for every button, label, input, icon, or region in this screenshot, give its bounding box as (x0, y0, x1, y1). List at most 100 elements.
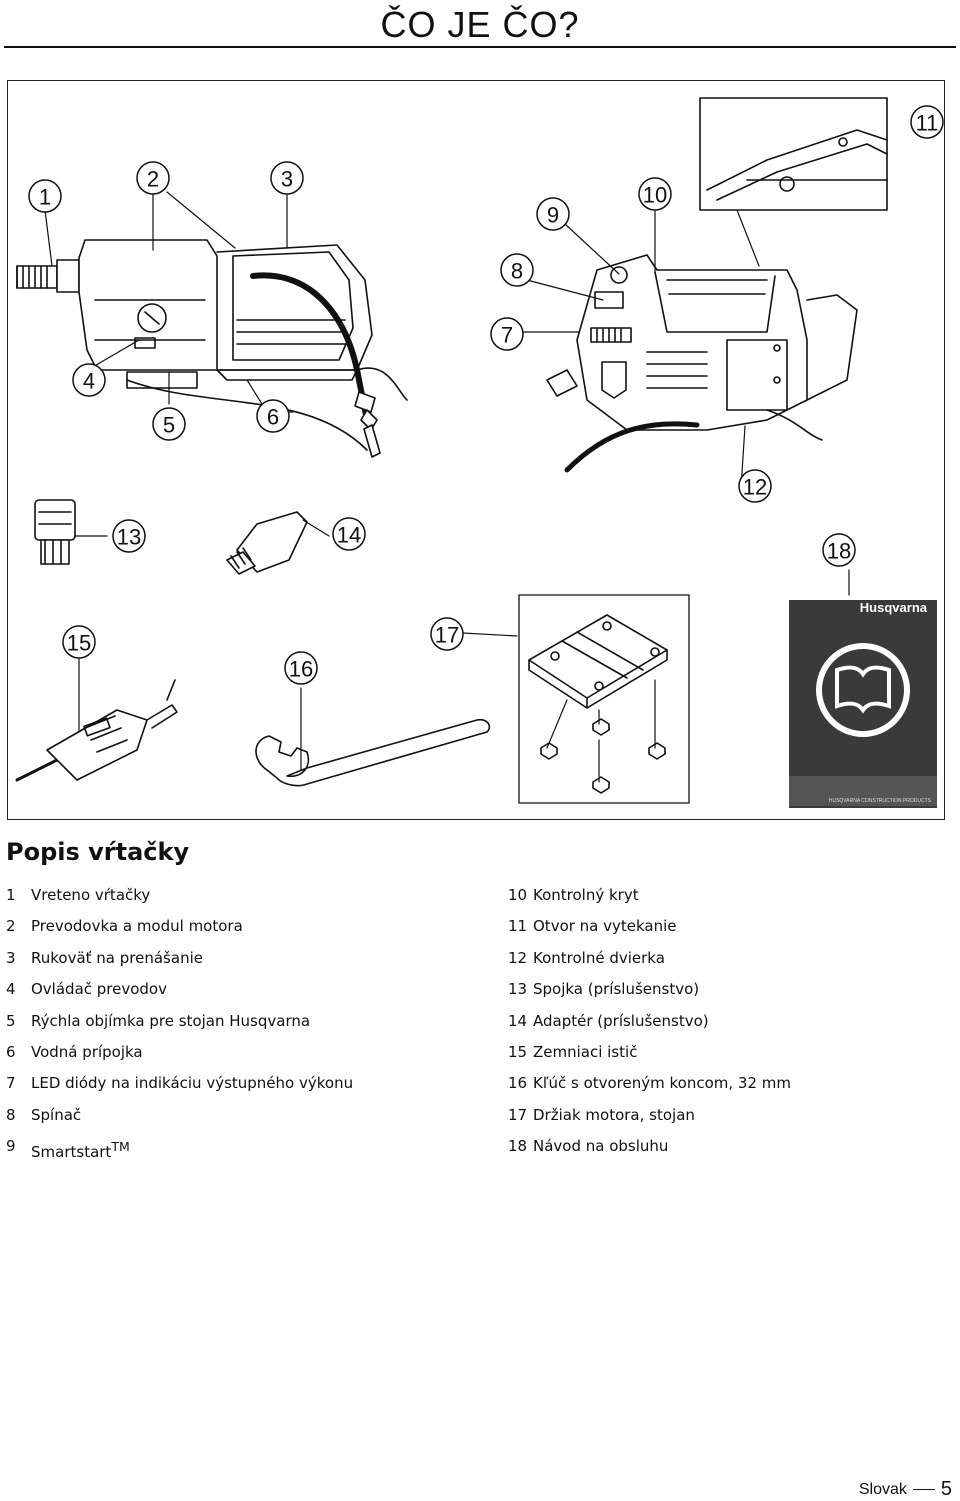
manual-footer: HUSQVARNA CONSTRUCTION PRODUCTS (829, 798, 932, 804)
wrench-16 (255, 718, 491, 787)
section-title: Popis vŕtačky (6, 838, 190, 866)
callout-label: 13 (117, 525, 141, 550)
callout-label: 5 (163, 413, 175, 438)
item-label: Kľúč s otvoreným koncom, 32 mm (533, 1074, 791, 1093)
callout-label: 10 (643, 183, 667, 208)
callout-14 (332, 517, 366, 551)
list-item: 2 Prevodovka a modul motora (6, 911, 353, 942)
item-number: 18 (508, 1137, 528, 1156)
item-label: SmartstartTM (31, 1131, 130, 1162)
callout-1 (28, 179, 62, 213)
callout-4 (72, 363, 106, 397)
callout-10 (638, 177, 672, 211)
list-item: 15 Zemniaci istič (508, 1037, 791, 1068)
callout-7 (490, 317, 524, 351)
list-item: 18 Návod na obsluhu (508, 1131, 791, 1162)
callout-label: 9 (547, 203, 559, 228)
list-item: 10 Kontrolný kryt (508, 880, 791, 911)
callout-label: 2 (147, 167, 159, 192)
page-number: 5 (940, 1478, 952, 1500)
callout-label: 15 (67, 631, 91, 656)
motor-mount-17 (528, 614, 668, 794)
drill-side-view (16, 239, 408, 458)
item-number: 11 (508, 917, 528, 936)
callout-13 (112, 519, 146, 553)
item-number: 4 (6, 980, 16, 999)
item-number: 15 (508, 1042, 528, 1061)
item-number: 6 (6, 1042, 16, 1061)
item-label: Zemniaci istič (533, 1042, 638, 1061)
callout-label: 16 (289, 657, 313, 682)
list-item: 16 Kľúč s otvoreným koncom, 32 mm (508, 1068, 791, 1099)
callout-label: 8 (511, 259, 523, 284)
item-label: Otvor na vytekanie (533, 917, 677, 936)
callout-label: 1 (39, 185, 51, 210)
callout-16 (284, 651, 318, 685)
list-item: 9 SmartstartTM (6, 1131, 353, 1162)
item-label: Spínač (31, 1105, 82, 1124)
list-item: 14 Adaptér (príslušenstvo) (508, 1006, 791, 1037)
callout-18 (822, 533, 856, 567)
item-number: 1 (6, 886, 16, 904)
item-number: 10 (508, 886, 528, 904)
item-label: Návod na obsluhu (533, 1137, 669, 1156)
item-number: 5 (6, 1011, 16, 1030)
callout-12 (738, 469, 772, 503)
parts-list-right: 10 Kontrolný kryt 11 Otvor na vytekanie 12… (508, 880, 791, 1163)
drill-front-view (546, 97, 888, 473)
item-number: 16 (508, 1074, 528, 1093)
item-label-text: Smartstart (31, 1143, 112, 1162)
callout-label: 3 (281, 167, 293, 192)
item-label: Držiak motora, stojan (533, 1105, 695, 1124)
list-item: 6 Vodná prípojka (6, 1037, 353, 1068)
item-number: 12 (508, 948, 528, 967)
item-label: Prevodovka a modul motora (31, 917, 243, 936)
item-label: Rukoväť na prenášanie (31, 948, 203, 967)
footer-language: Slovak (858, 1480, 907, 1498)
callout-3 (270, 161, 304, 195)
callout-15 (62, 625, 96, 659)
callout-label: 17 (435, 623, 459, 648)
callout-5 (152, 407, 186, 441)
book-icon-ring (816, 643, 910, 737)
callout-2 (136, 161, 170, 195)
manual-brand: Husqvarna (860, 600, 928, 615)
callout-17 (430, 617, 464, 651)
operators-manual-18: Husqvarna HUSQVARNA CONSTRUCTION PRODUCT… (789, 600, 937, 808)
item-label: Adaptér (príslušenstvo) (533, 1011, 709, 1030)
adapter-14 (226, 511, 308, 575)
item-label: Spojka (príslušenstvo) (533, 980, 700, 999)
item-label: Vodná prípojka (31, 1042, 143, 1061)
callout-6 (256, 399, 290, 433)
callout-8 (500, 253, 534, 287)
page-title: ČO JE ČO? (380, 4, 580, 45)
title-divider (4, 46, 956, 48)
figure-frame (7, 80, 945, 820)
item-number: 13 (508, 980, 528, 999)
footer-dash (912, 1488, 935, 1491)
earth-fault-breaker-15 (15, 679, 178, 782)
callout-label: 7 (501, 323, 513, 348)
list-item: 11 Otvor na vytekanie (508, 911, 791, 942)
page-footer: Slovak 5 (859, 1478, 952, 1501)
item-number: 9 (6, 1137, 16, 1156)
callout-label: 12 (743, 475, 767, 500)
callout-circles (28, 105, 944, 685)
parts-illustration: 1 2 3 4 5 6 7 8 9 10 11 12 13 14 15 16 1… (15, 97, 944, 808)
list-item: 13 Spojka (príslušenstvo) (508, 974, 791, 1005)
callout-label: 14 (337, 523, 361, 548)
item-number: 3 (6, 948, 16, 967)
callout-label: 11 (916, 111, 939, 136)
book-icon (835, 665, 891, 714)
item-number: 14 (508, 1011, 528, 1030)
coupling-13 (34, 499, 76, 565)
item-number: 2 (6, 917, 16, 936)
item-label: Kontrolný kryt (533, 886, 639, 904)
